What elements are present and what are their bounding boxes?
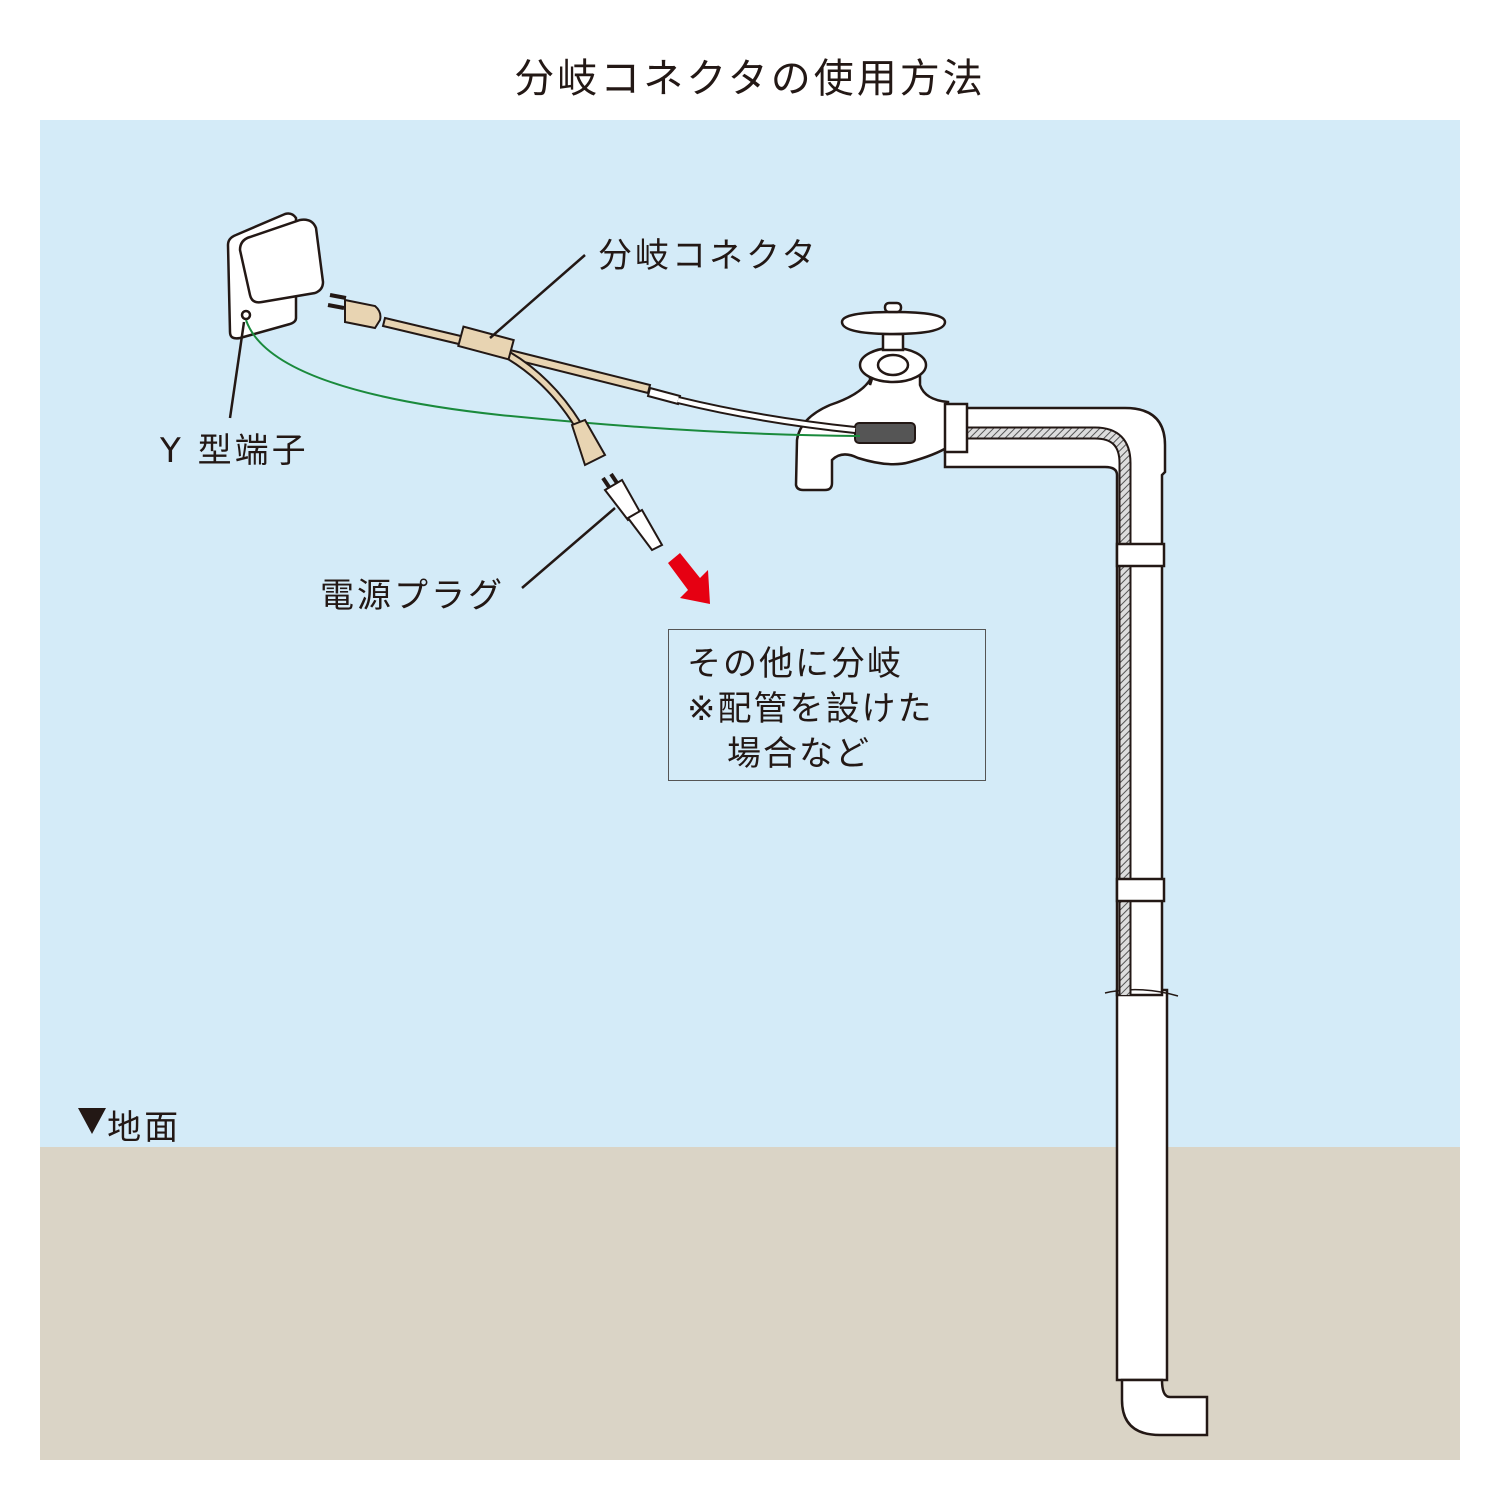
cable-joint	[854, 422, 916, 444]
label-ground: ▼地面	[107, 1108, 182, 1148]
branch-connector-cord	[344, 298, 856, 467]
note-line-2: ※配管を設けた	[687, 689, 934, 729]
outdoor-outlet	[226, 212, 325, 340]
ground-wire	[245, 319, 861, 437]
ground-marker-icon	[78, 1108, 106, 1134]
label-branch-connector: 分岐コネクタ	[598, 236, 819, 276]
label-power-plug: 電源プラグ	[320, 576, 505, 616]
note-box: その他に分岐 ※配管を設けた 場合など	[668, 629, 986, 781]
ground-area	[40, 1147, 1460, 1460]
note-line-3: 場合など	[727, 734, 871, 774]
leader-lines	[228, 254, 616, 589]
label-y-terminal: Y 型端子	[160, 431, 309, 471]
direction-arrow-icon	[668, 553, 710, 604]
underground-pipe	[1115, 988, 1209, 1437]
note-line-1: その他に分岐	[687, 644, 903, 684]
diagram-title: 分岐コネクタの使用方法	[514, 56, 986, 102]
power-plug	[603, 478, 664, 552]
